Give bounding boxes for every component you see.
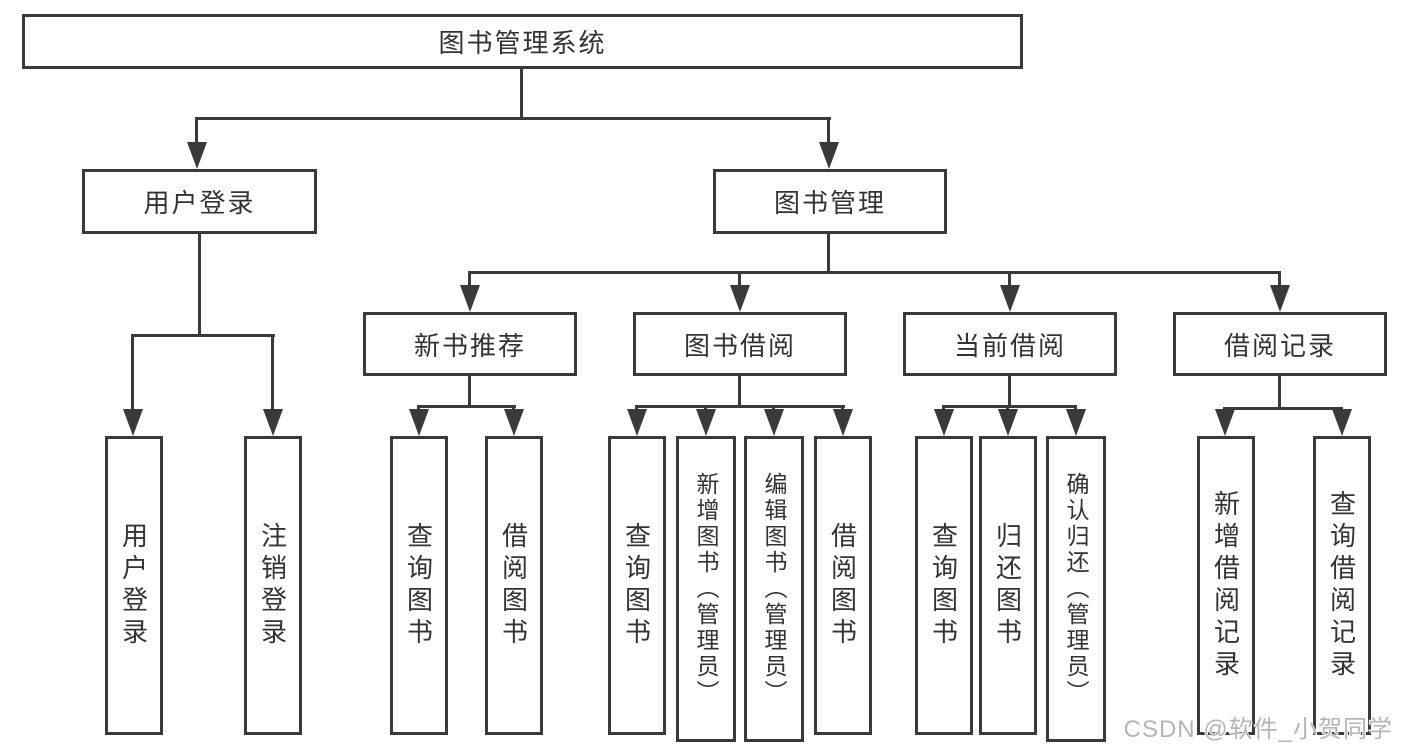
leaf-return-books: 归还图书 [979,436,1037,735]
node-borrow-records: 借阅记录 [1173,312,1387,376]
connector-line [1008,376,1011,408]
arrow-down-icon [730,285,750,312]
node-library-system: 图书管理系统 [22,14,1023,69]
connector-line [198,234,201,337]
arrow-down-icon [460,285,480,312]
connector-line [468,271,471,289]
arrow-down-icon [1000,285,1020,312]
arrow-down-icon [263,409,283,436]
connector-line [1008,271,1011,289]
node-current-borrow: 当前借阅 [903,312,1117,376]
leaf-query-books: 查询图书 [915,436,973,735]
connector-line [520,66,523,120]
node-new-book-recommend: 新书推荐 [363,312,577,376]
leaf-user-login: 用户登录 [105,436,163,735]
leaf-confirm-return-admin: 确认归还（管理员） [1046,436,1106,742]
connector-line [827,117,830,147]
arrow-down-icon [187,142,207,169]
leaf-borrow-books: 借阅图书 [814,436,872,735]
node-book-borrow: 图书借阅 [633,312,847,376]
arrow-down-icon [409,409,429,436]
connector-line [1278,376,1281,410]
connector-line [195,117,198,147]
connector-line [738,271,741,289]
connector-line [635,405,845,408]
connector-line [738,376,741,408]
leaf-add-books-admin: 新增图书（管理员） [676,436,736,742]
leaf-logout: 注销登录 [244,436,302,735]
connector-line [196,117,831,120]
leaf-query-borrow-record: 查询借阅记录 [1313,436,1371,735]
arrow-down-icon [764,409,784,436]
node-user-login: 用户登录 [82,169,317,234]
csdn-watermark: CSDN @软件_小贺同学 [1123,716,1393,743]
arrow-down-icon [998,409,1018,436]
connector-line [131,334,134,414]
connector-line [417,405,516,408]
connector-line [468,271,1281,274]
connector-line [1223,407,1343,410]
connector-line [1278,271,1281,289]
arrow-down-icon [696,409,716,436]
connector-line [827,234,830,274]
arrow-down-icon [1066,409,1086,436]
arrow-down-icon [1215,409,1235,436]
arrow-down-icon [819,142,839,169]
arrow-down-icon [627,409,647,436]
arrow-down-icon [504,409,524,436]
connector-line [132,334,275,337]
arrow-down-icon [1270,285,1290,312]
connector-line [271,334,274,414]
leaf-query-books: 查询图书 [608,436,666,735]
connector-line [942,405,1077,408]
connector-line [468,376,471,408]
arrow-down-icon [833,409,853,436]
arrow-down-icon [934,409,954,436]
leaf-add-borrow-record: 新增借阅记录 [1197,436,1255,735]
arrow-down-icon [1332,409,1352,436]
leaf-query-books: 查询图书 [390,436,448,735]
leaf-borrow-books: 借阅图书 [485,436,543,735]
leaf-edit-books-admin: 编辑图书（管理员） [744,436,804,742]
node-book-management: 图书管理 [713,169,947,234]
arrow-down-icon [123,409,143,436]
